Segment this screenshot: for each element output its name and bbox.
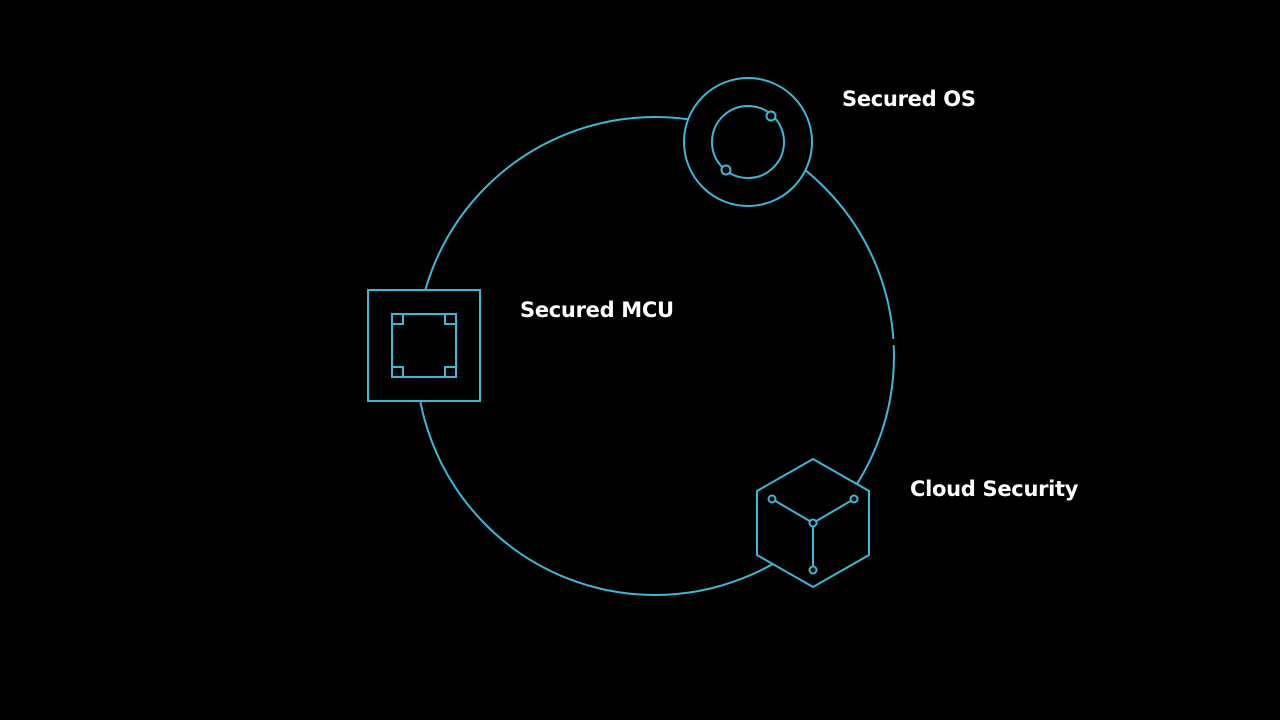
cube-network-icon	[756, 457, 870, 589]
chip-icon	[367, 289, 481, 402]
ring-gap	[888, 339, 900, 345]
secured-mcu-label: Secured MCU	[520, 298, 674, 322]
cloud-security-label: Cloud Security	[910, 477, 1079, 501]
secured-os-label: Secured OS	[842, 87, 976, 111]
orbit-icon	[683, 77, 813, 207]
